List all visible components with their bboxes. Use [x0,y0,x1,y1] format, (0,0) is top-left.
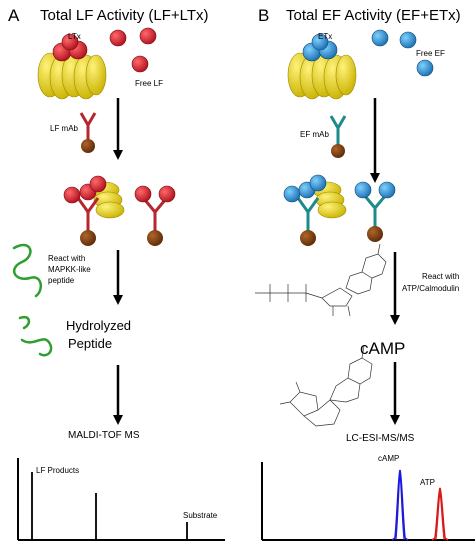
panel-a-title: Total LF Activity (LF+LTx) [40,7,209,24]
ltx-label: LTx [68,32,81,41]
free-ef-label: Free EF [416,49,445,58]
camp-peak-label: cAMP [378,454,400,463]
captured-etx-icon [283,174,347,246]
lc-esi-label: LC-ESI-MS/MS [346,433,415,444]
hydrolyzed-peptide-icon [18,315,53,357]
substrate-label: Substrate [183,511,218,520]
react-label-a-3: peptide [48,276,75,285]
captured-ltx-icon [63,175,125,246]
panel-a-letter: A [8,6,20,25]
free-ef-protein-icon [371,29,434,77]
hydrolyzed-label-1: Hydrolyzed [66,318,132,333]
maldi-spectrum [17,458,225,541]
panel-b-letter: B [258,6,270,25]
maldi-label: MALDI-TOF MS [68,430,140,441]
react-label-a-1: React with [48,254,86,263]
free-lf-protein-icon [109,27,157,73]
etx-label: ETx [318,32,333,41]
captured-free-lf-icon [134,185,176,246]
camp-label: cAMP [360,339,406,358]
lc-chromatogram [261,462,475,541]
atp-peak [431,487,449,541]
hydrolyzed-label-2: Peptide [68,336,113,351]
react-label-b-1: React with [422,272,460,281]
ef-mab-label: EF mAb [300,130,329,139]
captured-free-ef-icon [354,181,396,242]
camp-structure-icon [279,345,373,427]
atp-structure-icon [255,243,387,317]
react-label-b-2: ATP/Calmodulin [402,284,460,293]
panel-b-title: Total EF Activity (EF+ETx) [286,7,461,24]
react-label-a-2: MAPKK-like [48,265,91,274]
ef-antibody-bead-icon [329,115,347,158]
camp-peak [391,469,409,541]
ltx-complex-icon [37,33,107,100]
lf-products-label: LF Products [36,466,80,475]
etx-complex-icon [287,33,357,100]
lf-antibody-bead-icon [79,112,97,153]
peptide-icon [12,243,43,298]
free-lf-label: Free LF [135,79,164,88]
lf-mab-label: LF mAb [50,124,79,133]
atp-peak-label: ATP [420,478,435,487]
